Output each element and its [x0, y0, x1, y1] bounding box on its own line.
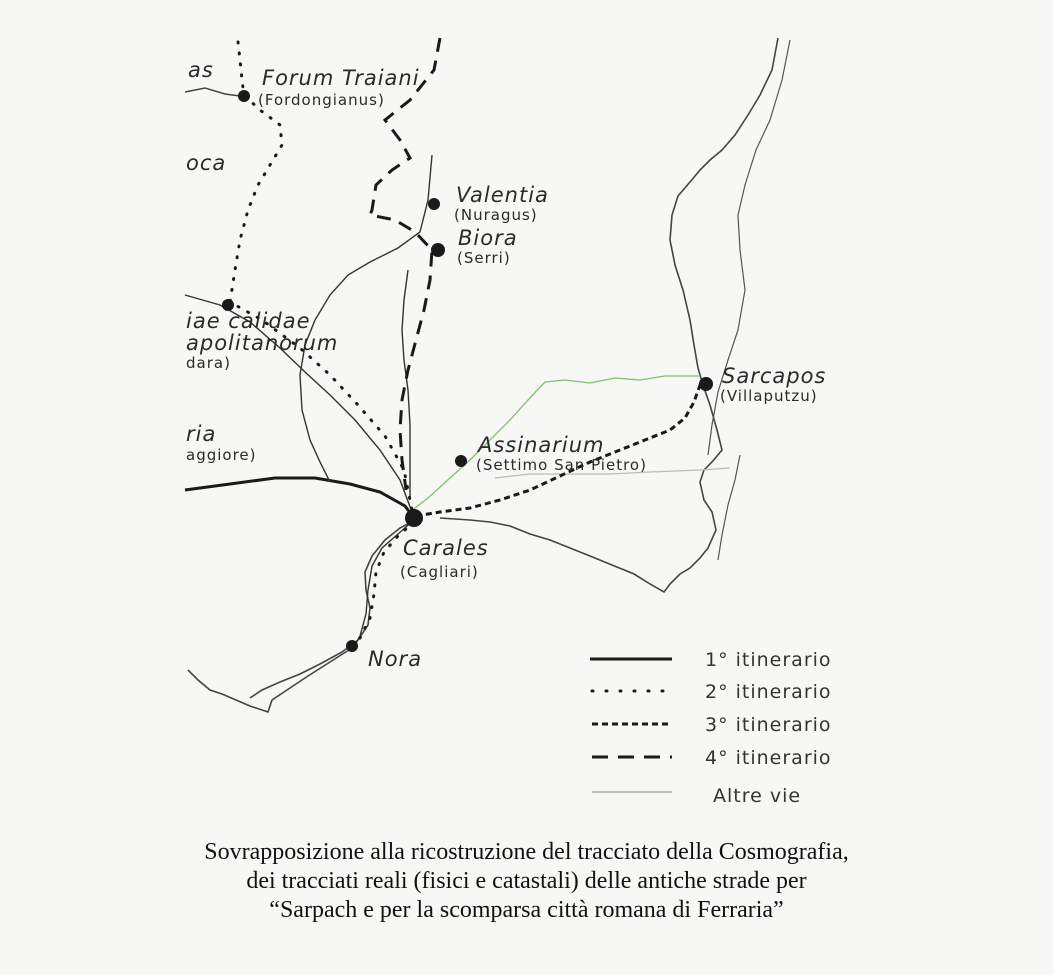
road-thin-1 — [184, 294, 413, 513]
caption-line-1: Sovrapposizione alla ricostruzione del t… — [204, 839, 849, 865]
label-settimo-san-pietro: (Settimo San Pietro) — [476, 456, 647, 474]
marker-sarcapos — [699, 377, 713, 391]
route-altre-vie-1 — [409, 375, 700, 513]
label-villaputzu: (Villaputzu) — [720, 387, 818, 405]
map-legend: 1° itinerario 2° itinerario 3° itinerari… — [590, 649, 832, 807]
partial-label-ria-1: ria — [186, 422, 216, 446]
label-valentia: Valentia — [456, 183, 549, 207]
legend-label-3: 3° itinerario — [705, 714, 832, 736]
legend-label-4: 4° itinerario — [705, 747, 832, 769]
coastline-east-inner — [707, 39, 791, 456]
route-map: as Forum Traiani (Fordongianus) oca Vale… — [184, 37, 832, 807]
caption-line-2: dei tracciati reali (fisici e catastali)… — [246, 868, 807, 894]
partial-label-ria-2: aggiore) — [186, 446, 257, 464]
label-nuragus: (Nuragus) — [454, 206, 538, 224]
partial-label-aquae-2: apolitanorum — [186, 331, 338, 355]
label-forum-traiani: Forum Traiani — [262, 66, 420, 90]
label-biora: Biora — [458, 226, 518, 250]
label-assinarium: Assinarium — [476, 433, 605, 457]
marker-assinarium — [455, 455, 467, 467]
legend-label-2: 2° itinerario — [705, 681, 832, 703]
caption-line-3: “Sarpach e per la scomparsa città romana… — [269, 897, 784, 923]
marker-aquae — [222, 299, 234, 311]
marker-valentia — [428, 198, 440, 210]
marker-forum-traiani — [238, 90, 250, 102]
legend-label-1: 1° itinerario — [705, 649, 832, 671]
route-3 — [415, 378, 707, 518]
label-serri: (Serri) — [457, 249, 511, 267]
marker-carales — [405, 509, 423, 527]
route-4 — [367, 37, 442, 491]
marker-nora — [346, 640, 358, 652]
coastline-south-2 — [187, 647, 353, 714]
partial-label-oca: oca — [186, 151, 226, 175]
coastline-north — [184, 87, 241, 97]
marker-biora — [431, 243, 445, 257]
road-thin-4 — [351, 519, 415, 651]
road-thin-2 — [299, 154, 433, 483]
coastline-south — [249, 519, 416, 699]
route-2a — [228, 40, 414, 512]
coastline-east-inner-2 — [717, 454, 741, 561]
partial-label-aquae-1: iae calidae — [186, 309, 311, 333]
label-cagliari: (Cagliari) — [400, 563, 479, 581]
figure-caption: Sovrapposizione alla ricostruzione del t… — [0, 838, 1053, 925]
coastline-east — [439, 37, 779, 594]
label-nora: Nora — [368, 647, 422, 671]
label-carales: Carales — [403, 536, 489, 560]
partial-label-as: as — [188, 58, 214, 82]
label-fordongianus: (Fordongianus) — [258, 91, 385, 109]
legend-label-altre-vie: Altre vie — [713, 785, 801, 807]
partial-label-aquae-3: dara) — [186, 354, 231, 372]
route-altre-vie-2 — [494, 467, 731, 479]
route-1 — [184, 476, 416, 519]
label-sarcapos: Sarcapos — [722, 364, 826, 388]
